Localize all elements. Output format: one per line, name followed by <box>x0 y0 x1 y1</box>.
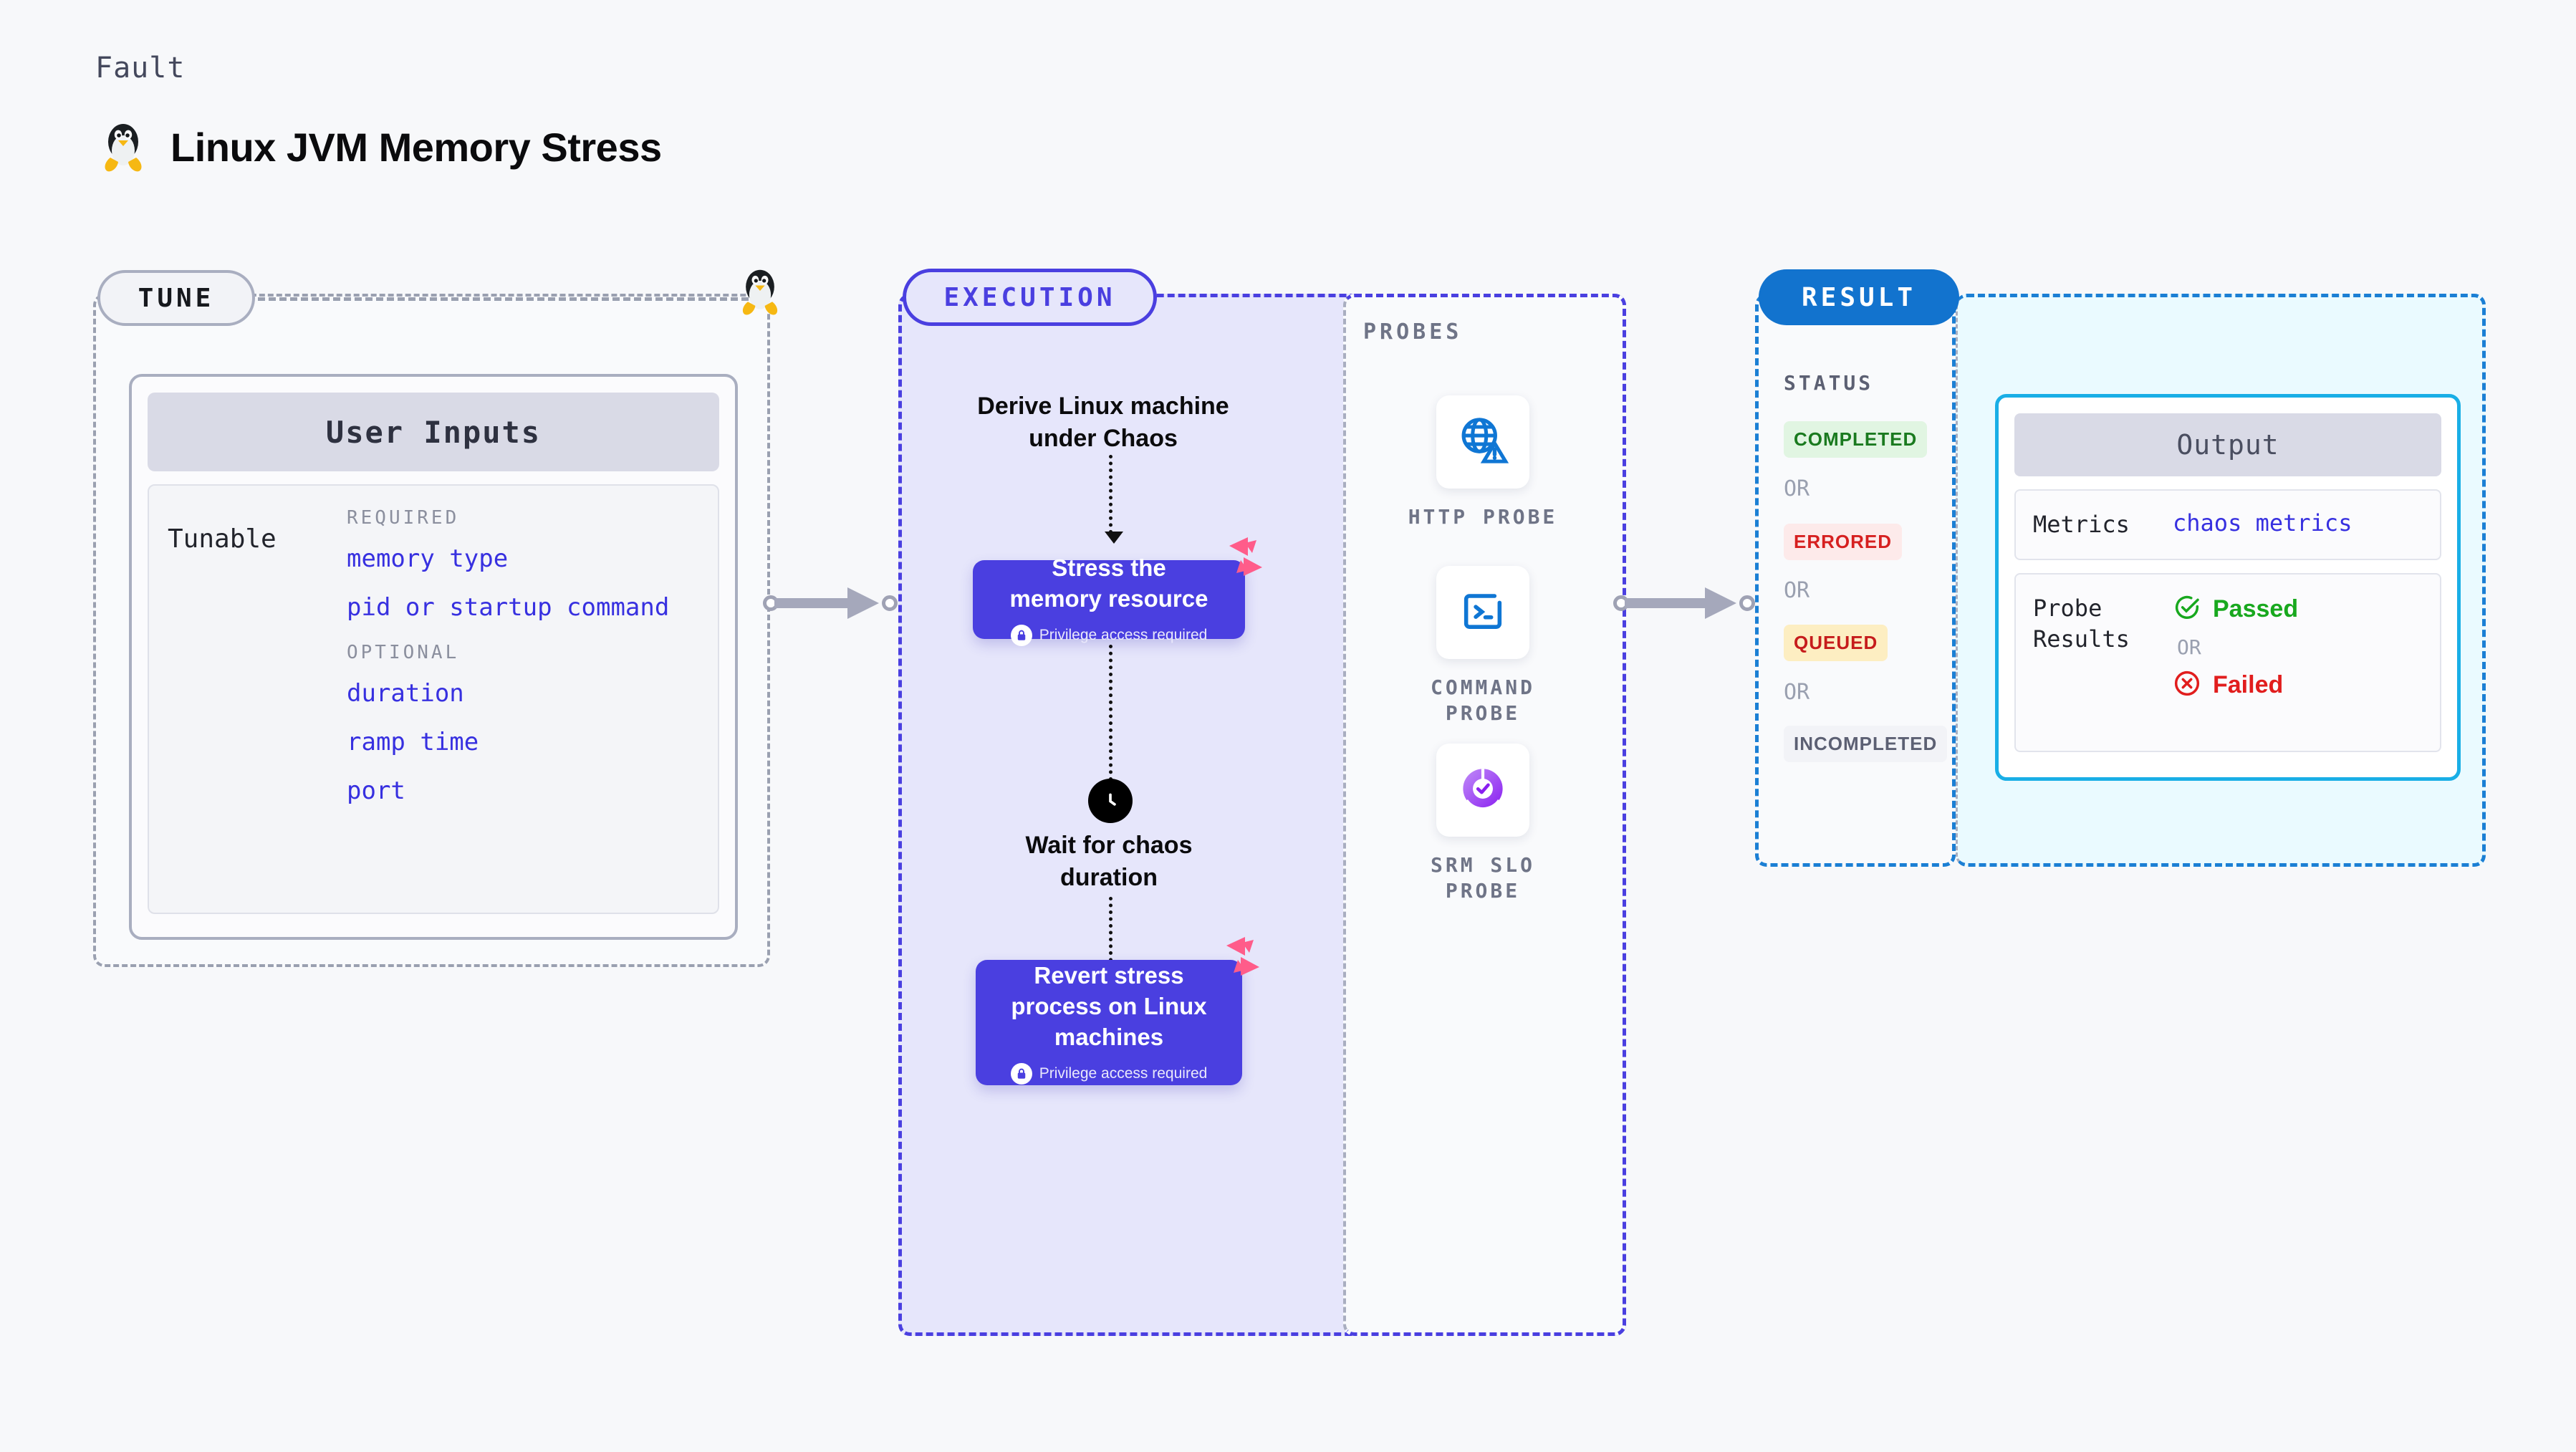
connector-arrowhead <box>847 587 879 619</box>
optional-group-label: OPTIONAL <box>347 642 460 663</box>
execution-action-revert-stress[interactable]: Revert stress process on Linux machines … <box>976 937 1259 1085</box>
privilege-text: Privilege access required <box>1039 626 1208 643</box>
probe-results-key: Probe Results <box>2033 595 2130 653</box>
probe-item-command[interactable]: COMMAND PROBE <box>1393 566 1572 727</box>
probe-result-failed: Failed <box>2173 669 2298 701</box>
probe-label: SRM SLO PROBE <box>1430 853 1535 903</box>
metrics-key: Metrics <box>2033 511 2130 538</box>
probe-result-passed: Passed <box>2173 593 2298 625</box>
page-title-row: Linux JVM Memory Stress <box>100 120 662 173</box>
status-or-1: OR <box>1784 476 1810 501</box>
field-port[interactable]: port <box>347 777 405 805</box>
execution-badge[interactable]: EXECUTION <box>903 269 1157 326</box>
connector-bar <box>774 598 868 608</box>
tunable-fields: REQUIRED memory type pid or startup comm… <box>347 507 699 891</box>
status-badge-errored: ERRORED <box>1784 524 1903 560</box>
connector-arrowhead <box>1705 587 1736 619</box>
probe-item-srm-slo[interactable]: SRM SLO PROBE <box>1393 744 1572 905</box>
connector-end-dot <box>882 595 898 611</box>
user-inputs-title: User Inputs <box>148 393 719 471</box>
terminal-icon <box>1458 586 1508 640</box>
field-ramp-time[interactable]: ramp time <box>347 728 479 756</box>
action-title: Stress the memory resource <box>1009 554 1208 612</box>
probe-result-or: OR <box>2177 635 2201 660</box>
connector-execution-to-result <box>1613 587 1764 619</box>
execution-arrow-3 <box>1105 897 1123 979</box>
execution-arrow-1 <box>1105 455 1123 544</box>
status-title: STATUS <box>1784 371 1874 395</box>
output-row-probe-results: Probe Results Passed OR <box>2014 573 2441 753</box>
connector-tune-to-execution <box>763 587 906 619</box>
field-memory-type[interactable]: memory type <box>347 544 509 573</box>
probe-card <box>1436 395 1529 489</box>
probe-label: HTTP PROBE <box>1408 505 1558 529</box>
connector-bar <box>1625 598 1725 608</box>
passed-label: Passed <box>2213 595 2299 623</box>
check-circle-icon <box>2173 593 2201 625</box>
globe-warning-icon <box>1456 413 1510 471</box>
field-pid-or-startup-command[interactable]: pid or startup command <box>347 593 670 622</box>
probe-card <box>1436 744 1529 837</box>
tune-linux-penguin-icon <box>738 266 782 320</box>
status-badge-incompleted: INCOMPLETED <box>1784 726 1948 762</box>
failed-label: Failed <box>2213 671 2284 699</box>
status-badge-queued: QUEUED <box>1784 625 1888 661</box>
result-badge[interactable]: RESULT <box>1759 269 1959 325</box>
connector-end-dot <box>1739 595 1755 611</box>
execution-step-wait-duration: Wait for chaos duration <box>1025 832 1193 891</box>
user-inputs-body: Tunable REQUIRED memory type pid or star… <box>148 484 719 914</box>
privilege-row: Privilege access required <box>1010 624 1208 646</box>
output-card: Output Metrics chaos metrics Probe Resul… <box>1995 394 2461 781</box>
linux-penguin-icon <box>100 120 146 173</box>
tunable-label: Tunable <box>168 524 277 554</box>
lock-icon <box>1010 1062 1032 1085</box>
field-duration[interactable]: duration <box>347 679 464 708</box>
page-title: Linux JVM Memory Stress <box>170 124 662 170</box>
output-row-metrics: Metrics chaos metrics <box>2014 489 2441 561</box>
privilege-row: Privilege access required <box>1010 1062 1208 1085</box>
clock-icon <box>1088 779 1133 823</box>
status-or-2: OR <box>1784 578 1810 603</box>
page-kicker: Fault <box>95 52 186 85</box>
output-card-title: Output <box>2014 413 2441 476</box>
execution-step-derive-machine: Derive Linux machine under Chaos <box>977 393 1229 452</box>
probe-item-http[interactable]: HTTP PROBE <box>1393 395 1572 530</box>
probe-label: COMMAND PROBE <box>1430 675 1535 726</box>
required-group-label: REQUIRED <box>347 507 460 529</box>
harness-logo-icon <box>1221 936 1265 981</box>
user-inputs-card: User Inputs Tunable REQUIRED memory type… <box>129 374 738 940</box>
status-badge-completed: COMPLETED <box>1784 421 1928 458</box>
harness-logo-icon <box>1224 536 1268 581</box>
metrics-value[interactable]: chaos metrics <box>2173 509 2352 537</box>
tune-badge[interactable]: TUNE <box>97 270 255 326</box>
lock-icon <box>1010 624 1032 646</box>
execution-arrow-2 <box>1105 645 1123 798</box>
probes-title: PROBES <box>1363 319 1463 345</box>
probe-results-values: Passed OR Failed <box>2173 593 2298 732</box>
probe-card <box>1436 566 1529 659</box>
status-or-3: OR <box>1784 680 1810 705</box>
x-circle-icon <box>2173 669 2201 701</box>
execution-action-stress-memory[interactable]: Stress the memory resource Privilege acc… <box>973 537 1262 646</box>
tune-connector-line <box>258 297 759 301</box>
slo-donut-check-icon <box>1455 761 1511 820</box>
action-title: Revert stress process on Linux machines <box>1011 962 1207 1050</box>
privilege-text: Privilege access required <box>1039 1064 1208 1082</box>
